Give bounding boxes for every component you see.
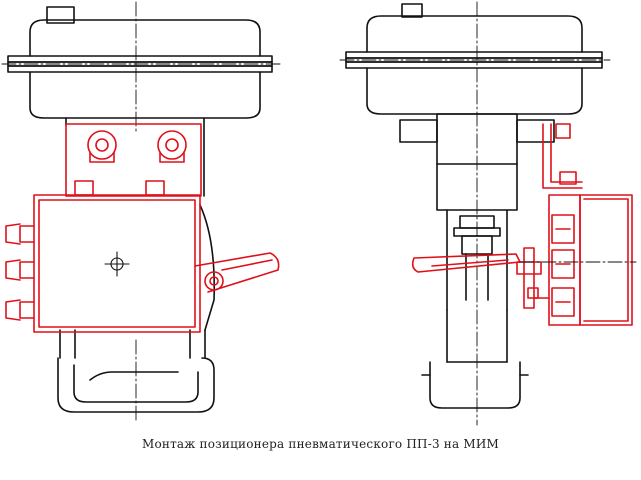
side-view-center-lines (339, 1, 611, 426)
figure-caption: Монтаж позиционера пневматического ПП-3 … (141, 437, 500, 451)
front-view-center-mark (104, 251, 130, 277)
front-view-center-lines (1, 1, 281, 421)
front-view-positioner (5, 123, 280, 333)
assembly-drawing (1, 1, 637, 426)
side-view-positioner (411, 123, 633, 326)
front-view-actuator (7, 6, 273, 413)
side-view-actuator (345, 3, 603, 409)
